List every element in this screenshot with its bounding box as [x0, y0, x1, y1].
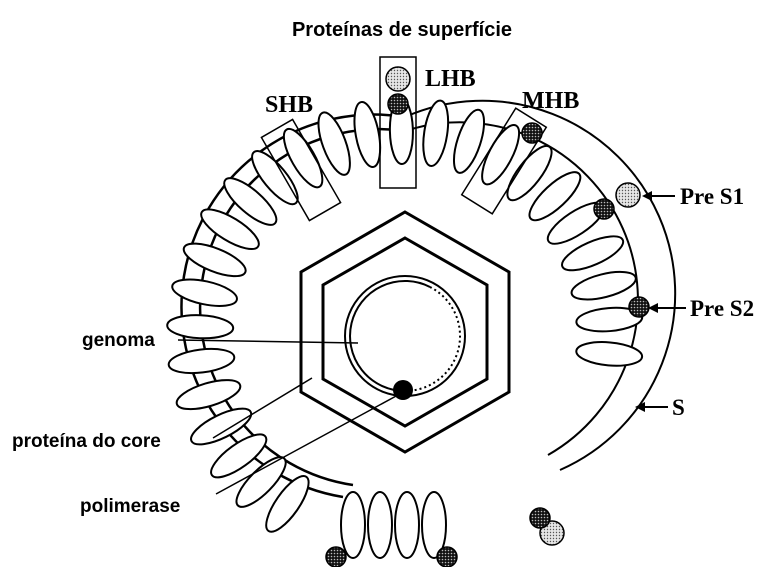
surface-protein-ellipse — [341, 492, 365, 558]
surface-protein-ellipse — [368, 492, 392, 558]
pre-s2-domain — [388, 94, 408, 114]
pre-s2-domain — [629, 297, 649, 317]
pre-s1-domain — [386, 67, 410, 91]
pre-s2-label: Pre S2 — [690, 296, 754, 321]
genoma-label: genoma — [82, 330, 155, 351]
pre-s1-label: Pre S1 — [680, 184, 744, 209]
surface-protein-ellipse — [569, 266, 639, 304]
pre-s2-domain — [437, 547, 457, 567]
pre-s2-domain — [326, 547, 346, 567]
polymerase-dot — [393, 380, 413, 400]
surface-protein-ellipse — [167, 346, 235, 377]
diagram-title: Proteínas de superfície — [292, 19, 512, 41]
proteina-core-label: proteína do core — [12, 431, 161, 452]
shb-label: SHB — [265, 92, 313, 118]
pre-s2-domain — [530, 508, 550, 528]
pre-s2-domain — [522, 123, 542, 143]
s-label: S — [672, 395, 685, 420]
surface-protein-ellipse — [167, 314, 234, 340]
pre-s1-domain — [616, 183, 640, 207]
pre-s2-arrow-head — [648, 303, 658, 313]
surface-protein-ellipse — [395, 492, 419, 558]
mhb-label: MHB — [522, 88, 579, 114]
polimerase-label: polimerase — [80, 496, 180, 517]
lhb-label: LHB — [425, 66, 476, 92]
pre-s2-domain — [594, 199, 614, 219]
